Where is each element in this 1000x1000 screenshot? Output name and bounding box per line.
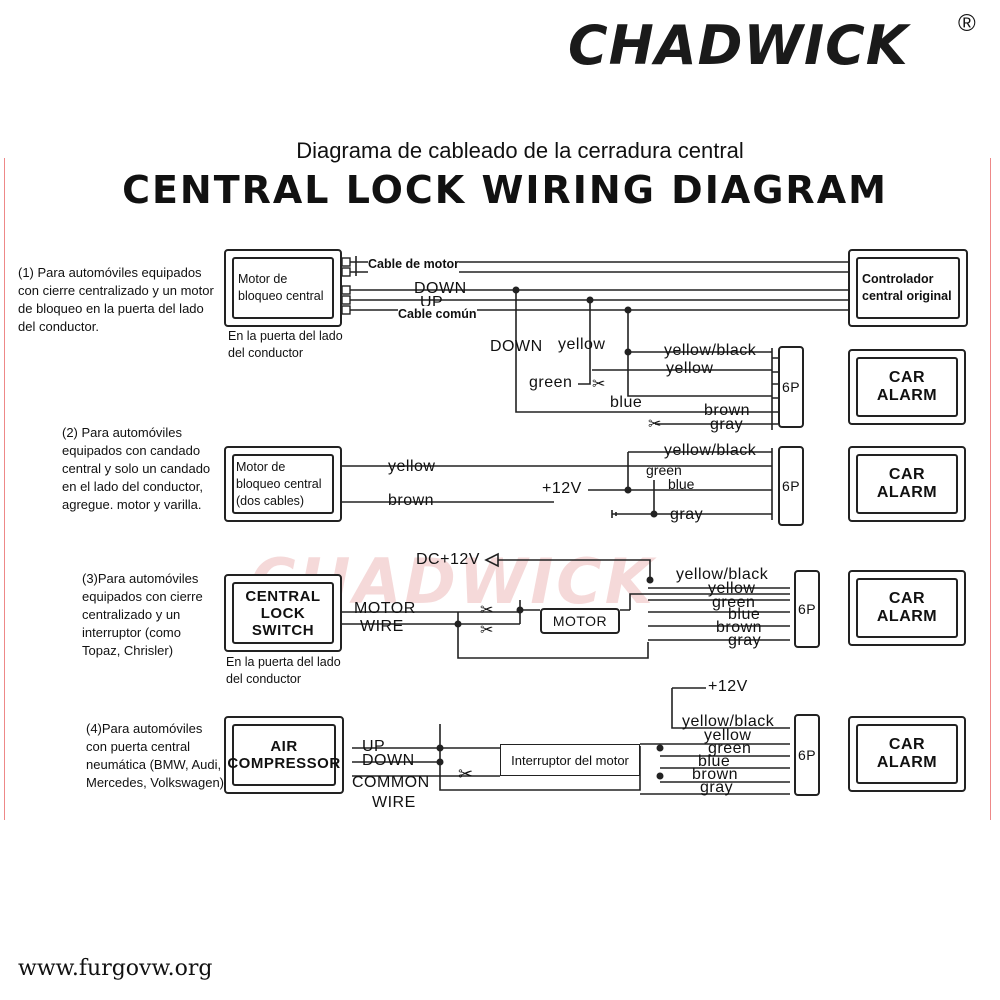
connector-6p: 6P — [794, 714, 820, 796]
diagram2-motor-label: Motor de bloqueo central (dos cables) — [232, 454, 334, 514]
car-alarm-box: CAR ALARM — [848, 349, 966, 425]
wire-label-green: green — [646, 462, 682, 478]
cable-comun-label: Cable común — [398, 306, 477, 323]
cut-scissor-icon: ✂ — [480, 602, 494, 619]
connector-label: 6P — [797, 601, 817, 617]
cut-scissor-icon: ✂ — [592, 376, 606, 393]
plus12v-label: +12V — [542, 480, 582, 497]
wire-label-brown: brown — [388, 492, 435, 509]
diagram3-caption: En la puerta del lado del conductor — [226, 655, 341, 686]
wire-label-down: DOWN — [490, 338, 543, 355]
wire-label-blue: blue — [728, 606, 761, 623]
registered-mark: ® — [958, 10, 976, 37]
central-lock-switch-box: CENTRAL LOCK SWITCH — [224, 574, 342, 652]
cut-scissor-icon: ✂ — [458, 764, 474, 784]
wire-label-yellow-black: yellow/black — [664, 442, 757, 459]
connector-label: 6P — [797, 747, 817, 763]
wire-label-yellow: yellow — [708, 580, 756, 597]
wire-label-yellow: yellow — [666, 360, 714, 377]
motor-wire-label: MOTOR — [354, 600, 416, 617]
wire-label-brown: brown — [704, 402, 751, 419]
diagram1-note: (1) Para automóviles equipados con cierr… — [18, 265, 214, 334]
diagram1-motor-box: Motor de bloqueo central — [224, 249, 342, 327]
diagram-title: CENTRAL LOCK WIRING DIAGRAM — [122, 168, 888, 212]
connector-6p: 6P — [778, 446, 804, 526]
dc12v-label: DC+12V — [416, 551, 480, 568]
car-alarm-label: CAR ALARM — [856, 724, 958, 784]
wire-label-blue: blue — [668, 476, 695, 492]
diagram1-motor-label: Motor de bloqueo central — [232, 257, 334, 319]
air-compressor-label: AIR COMPRESSOR — [227, 724, 340, 786]
footer-url: www.furgovw.org — [18, 956, 213, 981]
air-compressor-box: AIR COMPRESSOR — [224, 716, 344, 794]
wire-label-yellow: yellow — [558, 336, 606, 353]
wire-label-yellow-black: yellow/black — [676, 566, 769, 583]
wire-label-gray: gray — [728, 632, 762, 649]
wire-label-green: green — [708, 740, 752, 757]
wire-label-gray: gray — [700, 779, 734, 796]
connector-6p: 6P — [794, 570, 820, 648]
original-controller-box: Controlador central original — [848, 249, 968, 327]
common-wire-label: COMMON — [352, 774, 430, 791]
wire-label-yellow-black: yellow/black — [682, 713, 775, 730]
car-alarm-label: CAR ALARM — [856, 454, 958, 514]
right-border-line — [990, 158, 991, 820]
central-lock-switch-label: CENTRAL LOCK SWITCH — [232, 582, 334, 644]
motor-wire-label: WIRE — [360, 618, 404, 635]
car-alarm-box: CAR ALARM — [848, 446, 966, 522]
left-border-line — [4, 158, 5, 820]
wire-label-blue: blue — [610, 394, 643, 411]
connector-6p: 6P — [778, 346, 804, 428]
motor-label: MOTOR — [552, 613, 608, 629]
wire-label-green: green — [529, 374, 573, 391]
wire-label-green: green — [712, 594, 756, 611]
wire-label-gray: gray — [710, 416, 744, 433]
connector-label: 6P — [781, 379, 801, 395]
diagram1-motor-caption: En la puerta del lado del conductor — [228, 329, 343, 360]
connector-label: 6P — [781, 478, 801, 494]
wire-label-yellow-black: yellow/black — [664, 342, 757, 359]
diagram2-note: (2) Para automóviles equipados con canda… — [62, 425, 211, 512]
wire-label-yellow: yellow — [388, 458, 436, 475]
wire-label-gray: gray — [670, 506, 704, 523]
car-alarm-label: CAR ALARM — [856, 357, 958, 417]
brand-logo: CHADWICK — [568, 14, 909, 77]
common-wire-label: WIRE — [372, 794, 416, 811]
car-alarm-box: CAR ALARM — [848, 716, 966, 792]
wire-label-down: DOWN — [414, 280, 467, 297]
controller-label: Controlador central original — [856, 257, 960, 319]
cut-scissor-icon: ✂ — [480, 622, 494, 639]
cable-motor-label: Cable de motor — [368, 256, 459, 273]
wire-label-blue: blue — [698, 753, 731, 770]
diagram3-note: (3)Para automóviles equipados con cierre… — [82, 571, 203, 658]
wire-label-down: DOWN — [362, 752, 415, 769]
wire-label-brown: brown — [716, 619, 763, 636]
car-alarm-box: CAR ALARM — [848, 570, 966, 646]
diagram-subtitle: Diagrama de cableado de la cerradura cen… — [296, 138, 744, 163]
car-alarm-label: CAR ALARM — [856, 578, 958, 638]
wire-label-yellow: yellow — [704, 727, 752, 744]
wire-label-up: UP — [362, 738, 386, 755]
cut-scissor-icon: ✂ — [648, 416, 662, 433]
plus12v-label: +12V — [708, 678, 748, 695]
wire-label-brown: brown — [692, 766, 739, 783]
diagram4-note: (4)Para automóviles con puerta central n… — [86, 721, 225, 790]
motor-box: MOTOR — [540, 608, 620, 634]
motor-switch-box: Interruptor del motor — [500, 744, 640, 776]
diagram2-motor-box: Motor de bloqueo central (dos cables) — [224, 446, 342, 522]
